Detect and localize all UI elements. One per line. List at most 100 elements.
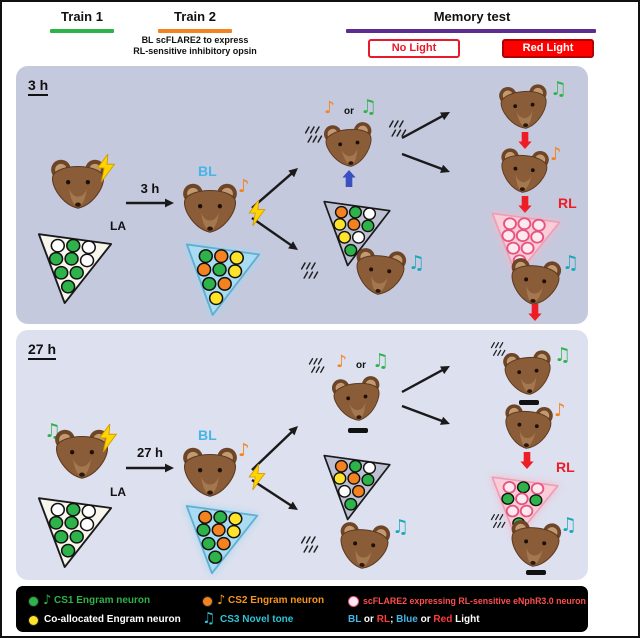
train1-heading: Train 1 <box>61 9 103 24</box>
freezing-marks-icon <box>300 262 320 279</box>
green-neuron-dot-icon <box>501 492 515 505</box>
green-neuron-dot-icon <box>66 238 81 253</box>
no-light-condition-badge: No Light <box>368 39 460 58</box>
footshock-bolt-icon <box>98 424 118 452</box>
legend-cs2-label: CS2 Engram neuron <box>228 595 325 606</box>
green-neuron-dot-icon <box>344 497 358 511</box>
freezing-down-arrow-icon <box>518 132 532 149</box>
mouse-result-cs3-27h-icon <box>504 517 567 571</box>
white-neuron-dot-icon <box>352 230 366 244</box>
cs2-note-icon: ♪ <box>550 144 562 165</box>
interval-label-3h: 3 h <box>140 181 160 196</box>
footshock-bolt-icon <box>96 154 116 182</box>
rl-neuron-dot-icon <box>515 492 529 506</box>
bl-label-3h: BL <box>198 163 217 179</box>
rl-neuron-dot-icon <box>531 218 546 232</box>
legend-light-word: ; <box>390 614 397 625</box>
legend-light-word: or <box>361 614 377 625</box>
cs3-note-icon: ♫ <box>392 516 410 538</box>
green-neuron-dot-icon <box>48 515 64 530</box>
green-neuron-dot-icon <box>54 265 69 280</box>
white-neuron-dot-icon <box>79 517 95 532</box>
cs2-note-icon: ♪ <box>238 440 250 461</box>
white-neuron-dot-icon <box>362 461 377 475</box>
orange-neuron-dot-icon <box>216 536 231 551</box>
legend-light-word: Light <box>452 614 480 625</box>
freezing-marks-icon <box>308 358 326 373</box>
train2-underline <box>158 29 232 33</box>
green-neuron-dot-icon <box>64 515 79 530</box>
legend-light-word: or <box>417 614 434 625</box>
legend-cs3-label: CS3 Novel tone <box>220 614 294 625</box>
mouse-result-cs3-3h-icon <box>504 255 567 309</box>
red-light-condition-badge: Red Light <box>502 39 594 58</box>
orange-neuron-dot-icon <box>334 459 348 473</box>
train2-subtitle-line2: RL-sensitive inhibitory opsin <box>133 46 257 56</box>
cs2-note-icon: ♪ <box>324 98 335 118</box>
rl-label-3h: RL <box>558 195 577 211</box>
white-neuron-dot-icon <box>81 240 96 255</box>
rl-label-27h: RL <box>556 459 575 475</box>
rl-neuron-dot-icon <box>502 481 517 494</box>
green-neuron-dot-icon <box>69 529 84 544</box>
rl-neuron-dot-icon <box>530 482 545 495</box>
yellow-neuron-dot-icon <box>228 512 243 526</box>
freezing-marks-icon <box>300 536 320 553</box>
yellow-neuron-dot-icon <box>226 524 241 539</box>
bl-label-27h: BL <box>198 427 217 443</box>
interval-label-27h: 27 h <box>136 445 163 460</box>
mouse-result-cs1-3h-icon <box>494 82 554 133</box>
green-neuron-dot-icon <box>213 510 228 524</box>
green-neuron-dot-icon <box>348 205 362 219</box>
no-change-bar-icon <box>519 400 539 405</box>
mouse-test-nolight-cs3-27h-icon <box>334 519 395 573</box>
rl-neuron-dot-icon <box>501 229 516 243</box>
panel-27h-title: 27 h <box>28 341 57 361</box>
green-neuron-dot-icon <box>348 459 362 473</box>
yellow-neuron-dot-icon <box>229 250 244 265</box>
rl-neuron-dot-icon <box>520 241 535 255</box>
green-neuron-dot-icon <box>344 243 358 257</box>
legend-panel: ♪ CS1 Engram neuron ♪ CS2 Engram neuron … <box>16 586 588 632</box>
cs1-note-icon: ♫ <box>372 350 390 372</box>
cs2-note-icon: ♪ <box>336 352 347 372</box>
cs3-note-icon: ♫ <box>408 252 426 274</box>
rl-neuron-dot-icon <box>506 241 521 255</box>
orange-neuron-dot-icon <box>347 218 361 231</box>
cs3-note-icon: ♫ <box>562 252 580 274</box>
yellow-neuron-dot-icon <box>208 291 224 306</box>
freezing-down-arrow-icon <box>520 452 534 469</box>
rl-neuron-dot-icon <box>530 230 545 244</box>
mouse-test-nolight-tones-3h-icon <box>320 119 379 170</box>
legend-light-abbreviations: BL or RL; Blue or Red Light <box>348 614 480 625</box>
bl-engram-triangle-3h <box>180 236 266 320</box>
la-label-3h: LA <box>110 219 126 233</box>
green-neuron-dot-icon <box>361 219 375 233</box>
green-neuron-dot-icon <box>60 279 76 294</box>
rl-neuron-dot-icon <box>505 504 520 518</box>
la-label-27h: LA <box>110 485 126 499</box>
legend-light-word: Red <box>433 614 453 625</box>
rl-neuron-dot-icon <box>519 504 534 518</box>
cs2-note-icon: ♪ <box>238 176 250 197</box>
legend-scflare-label: scFLARE2 expressing RL-sensitive eNphR3.… <box>363 596 586 606</box>
yellow-neuron-dot-icon <box>333 218 347 231</box>
mouse-test-nolight-cs3-3h-icon <box>350 245 411 299</box>
yellow-neuron-dot-icon <box>337 230 352 244</box>
mouse-result-cs1-27h-icon <box>498 348 558 399</box>
panel-3h-title: 3 h <box>28 77 49 97</box>
mouse-result-cs2-3h-icon <box>494 146 554 197</box>
white-neuron-dot-icon <box>50 502 66 517</box>
green-neuron-dot-icon <box>196 523 211 537</box>
green-neuron-dot-icon <box>201 536 216 551</box>
legend-light-word: RL <box>376 614 391 625</box>
orange-neuron-dot-icon <box>217 276 232 291</box>
green-neuron-dot-icon <box>529 494 543 507</box>
cs2-neuron-dot-icon <box>202 596 213 607</box>
freezing-up-arrow-icon <box>342 170 356 187</box>
cs1-note-icon: ♫ <box>360 96 378 118</box>
green-neuron-dot-icon <box>198 249 214 264</box>
bl-engram-triangle-27h <box>180 498 264 578</box>
mouse-train2-27h-icon <box>180 446 240 498</box>
white-neuron-dot-icon <box>337 484 352 498</box>
